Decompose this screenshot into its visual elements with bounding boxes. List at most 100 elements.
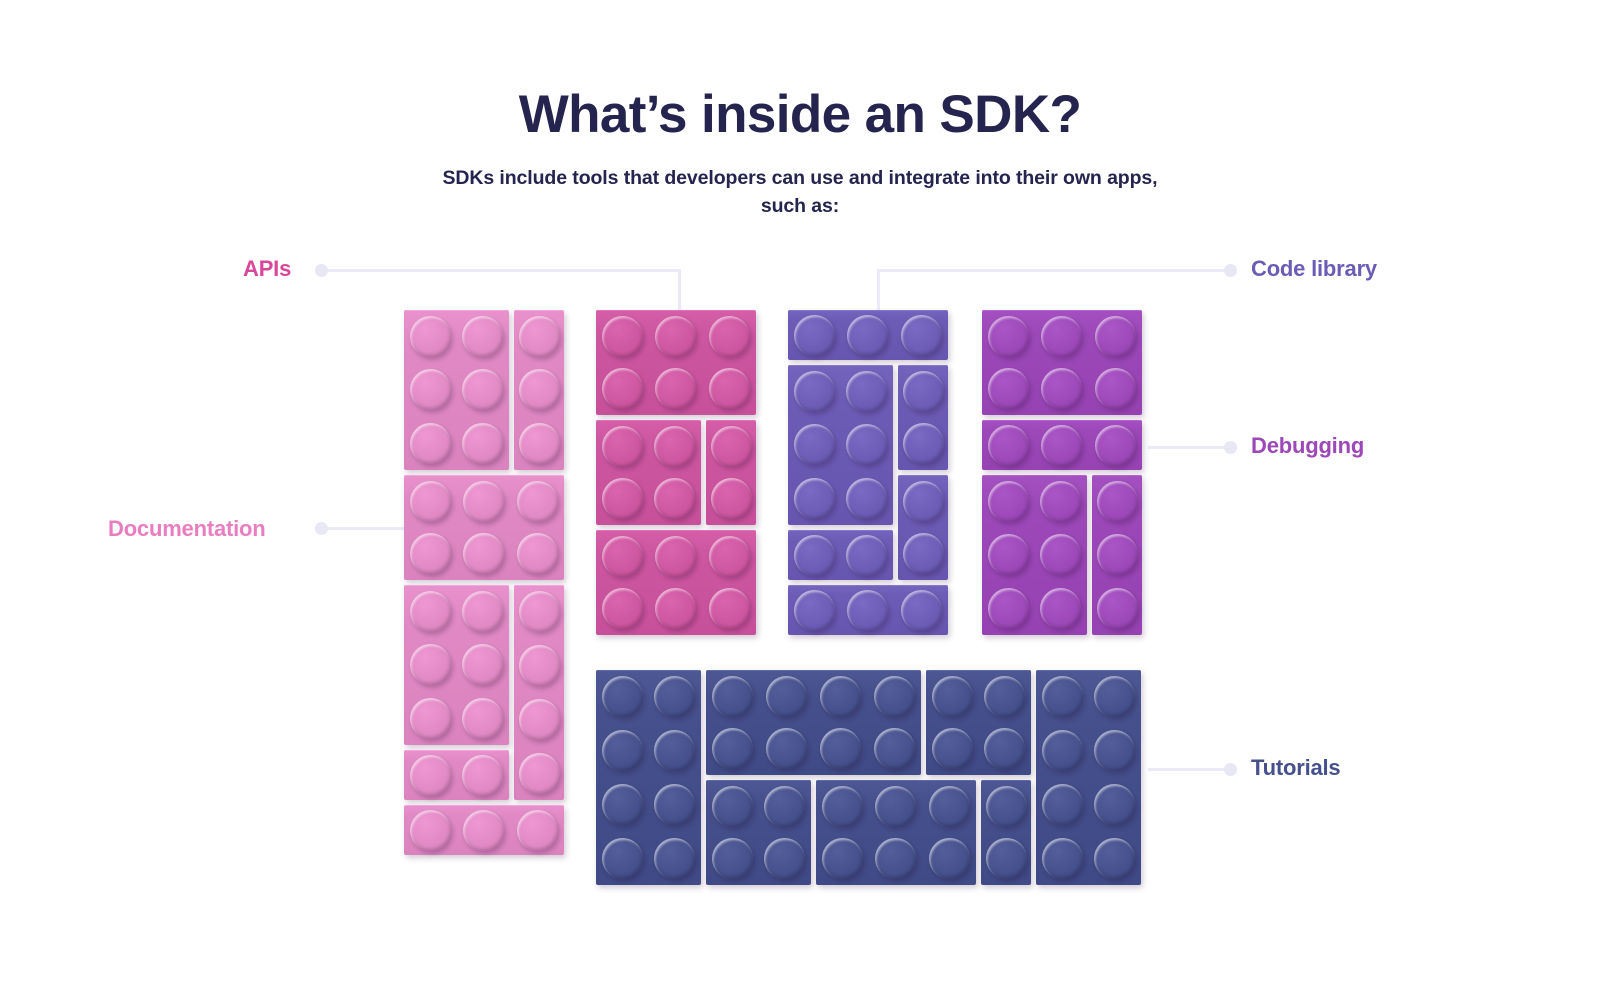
stud-disc bbox=[601, 730, 643, 772]
stud-disc bbox=[518, 645, 560, 687]
stud-disc bbox=[654, 425, 696, 467]
brick-stud bbox=[981, 780, 1031, 833]
brick-stud bbox=[404, 475, 457, 528]
lego-brick bbox=[788, 310, 948, 360]
stud-disc bbox=[931, 675, 973, 717]
lego-brick bbox=[981, 780, 1031, 885]
brick-stud bbox=[1035, 420, 1088, 470]
brick-stud bbox=[514, 693, 564, 747]
brick-studs bbox=[981, 780, 1031, 885]
callout-label-apis[interactable]: APIs bbox=[243, 256, 292, 281]
lego-brick bbox=[514, 310, 564, 470]
stud-disc bbox=[655, 535, 697, 577]
stud-disc bbox=[794, 314, 836, 356]
brick-stud bbox=[596, 583, 649, 636]
brick-studs bbox=[926, 670, 1031, 775]
callout-dot-debugging bbox=[1224, 441, 1237, 454]
stud-disc bbox=[846, 534, 888, 576]
brick-stud bbox=[649, 530, 702, 583]
callout-label-code-library[interactable]: Code library bbox=[1251, 256, 1377, 281]
brick-stud bbox=[511, 805, 564, 855]
brick-stud bbox=[457, 417, 510, 470]
stud-disc bbox=[1041, 315, 1083, 357]
brick-stud bbox=[841, 310, 894, 360]
leader-line-apis-h1 bbox=[322, 269, 681, 272]
stud-disc bbox=[518, 752, 560, 794]
brick-stud bbox=[926, 723, 979, 776]
brick-stud bbox=[1089, 420, 1142, 470]
stud-disc bbox=[766, 728, 808, 770]
stud-disc bbox=[846, 371, 888, 413]
brick-stud bbox=[514, 585, 564, 639]
brick-stud bbox=[404, 750, 457, 800]
stud-disc bbox=[822, 785, 864, 827]
stud-disc bbox=[847, 589, 889, 631]
stud-disc bbox=[712, 728, 754, 770]
brick-studs bbox=[404, 750, 509, 800]
brick-stud bbox=[895, 585, 948, 635]
brick-stud bbox=[649, 670, 702, 724]
callout-label-tutorials[interactable]: Tutorials bbox=[1251, 755, 1341, 780]
brick-studs bbox=[706, 670, 921, 775]
brick-stud bbox=[457, 585, 510, 638]
brick-stud bbox=[982, 582, 1035, 635]
lego-brick bbox=[1092, 475, 1142, 635]
brick-stud bbox=[404, 805, 457, 855]
stud-disc bbox=[708, 315, 750, 357]
stud-disc bbox=[1094, 837, 1136, 879]
lego-brick bbox=[898, 365, 948, 470]
lego-brick bbox=[788, 365, 893, 525]
brick-stud bbox=[898, 475, 948, 528]
brick-studs bbox=[706, 780, 811, 885]
stud-disc bbox=[655, 315, 697, 357]
lego-brick bbox=[404, 585, 509, 745]
page-subtitle: SDKs include tools that developers can u… bbox=[442, 167, 1158, 217]
brick-stud bbox=[788, 472, 841, 525]
stud-disc bbox=[1094, 730, 1136, 772]
stud-disc bbox=[409, 697, 451, 739]
brick-stud bbox=[457, 528, 510, 581]
stud-disc bbox=[655, 368, 697, 410]
lego-brick bbox=[596, 530, 756, 635]
brick-stud bbox=[1089, 778, 1142, 832]
brick-stud bbox=[1036, 831, 1089, 885]
stud-disc bbox=[902, 370, 944, 412]
stud-disc bbox=[516, 533, 558, 575]
stud-disc bbox=[602, 315, 644, 357]
brick-stud bbox=[596, 363, 649, 416]
callout-label-documentation[interactable]: Documentation bbox=[108, 516, 266, 541]
stud-disc bbox=[518, 369, 560, 411]
stud-disc bbox=[409, 591, 451, 633]
lego-brick bbox=[816, 780, 976, 885]
stud-disc bbox=[711, 785, 753, 827]
lego-brick bbox=[404, 475, 564, 580]
stud-disc bbox=[900, 314, 942, 356]
brick-stud bbox=[898, 528, 948, 581]
stud-disc bbox=[988, 424, 1030, 466]
brick-stud bbox=[760, 670, 814, 723]
stud-disc bbox=[928, 785, 970, 827]
brick-stud bbox=[759, 780, 812, 833]
stud-disc bbox=[1041, 676, 1083, 718]
brick-stud bbox=[895, 310, 948, 360]
brick-stud bbox=[816, 833, 869, 886]
stud-disc bbox=[518, 316, 560, 358]
brick-stud bbox=[457, 692, 510, 745]
lego-brick bbox=[596, 420, 701, 525]
lego-brick bbox=[982, 420, 1142, 470]
brick-stud bbox=[457, 638, 510, 691]
stud-disc bbox=[462, 369, 504, 411]
brick-stud bbox=[814, 670, 868, 723]
stud-disc bbox=[654, 478, 696, 520]
lego-brick bbox=[706, 670, 921, 775]
callout-label-debugging[interactable]: Debugging bbox=[1251, 433, 1365, 458]
brick-stud bbox=[814, 723, 868, 776]
lego-brick bbox=[788, 585, 948, 635]
brick-stud bbox=[816, 780, 869, 833]
lego-brick bbox=[926, 670, 1031, 775]
stud-disc bbox=[409, 754, 451, 796]
lego-brick bbox=[898, 475, 948, 580]
brick-stud bbox=[982, 528, 1035, 581]
brick-stud bbox=[982, 310, 1035, 363]
lego-brick bbox=[596, 670, 701, 885]
